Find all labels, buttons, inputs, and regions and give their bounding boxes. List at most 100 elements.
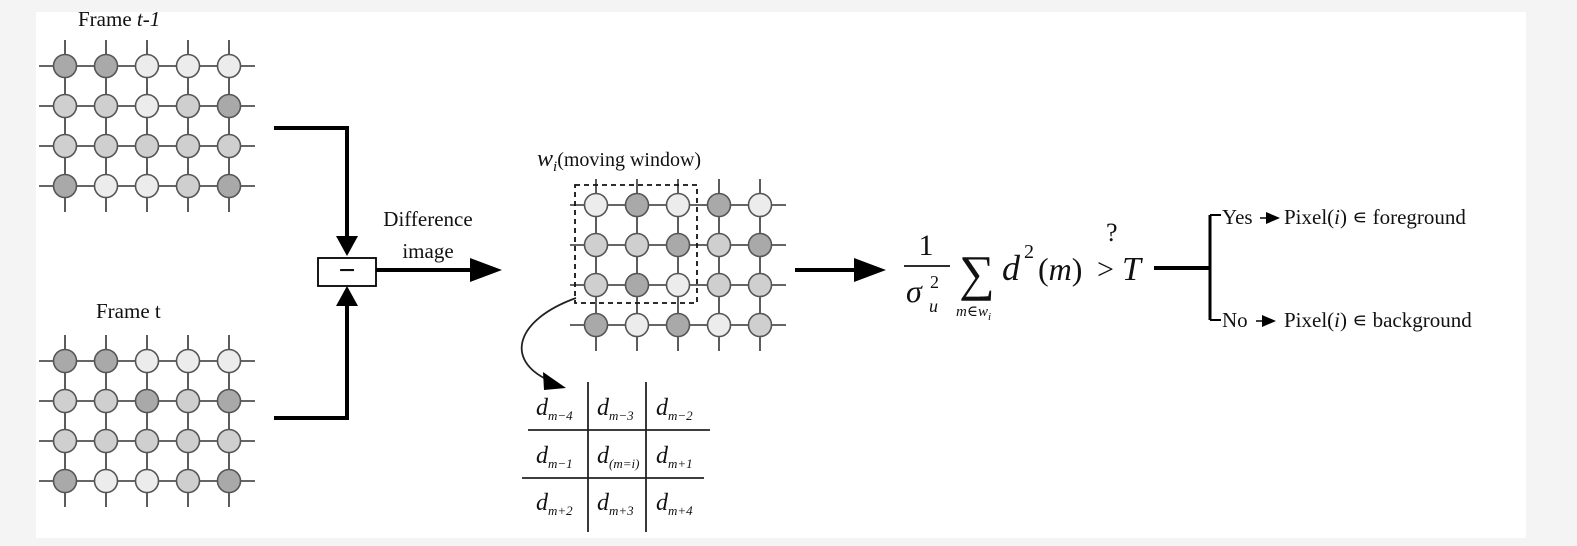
subtract-operator: − [317,254,377,287]
formula-sigma-sub: u [929,296,938,316]
formula-m-arg: (m) [1038,251,1082,287]
frame-curr-pixel-mid [93,388,119,414]
frame-curr-pixel-dark [134,388,160,414]
frame-curr-pixel-dark [216,468,242,494]
frame-curr-pixel-mid [216,428,242,454]
frame-prev-pixel-mid [93,133,119,159]
window-pixel-mid [747,272,773,298]
window-pixel-dark [624,192,650,218]
window-pixel-dark [665,312,691,338]
decision-no-arrowhead [1262,315,1276,327]
window-pixel-grid [570,179,786,351]
frame-prev-pixel-light [134,93,160,119]
frame-prev-pixel-mid [175,173,201,199]
frame-prev-pixel-dark [216,173,242,199]
window-curve-arrow [520,297,577,381]
frame-curr-pixel-light [134,468,160,494]
window-label: wi(moving window) [537,146,701,175]
window-pixel-dark [624,272,650,298]
frame-prev-pixel-mid [93,93,119,119]
frame-curr-pixel-mid [134,428,160,454]
window-pixel-mid [583,272,609,298]
d-cell: dm−3 [597,395,634,423]
frame-curr-pixel-dark [216,388,242,414]
frame-prev-pixel-dark [52,53,78,79]
frame-curr-pixel-light [175,348,201,374]
decision-yes-arrowhead [1266,212,1280,224]
moving-window-box [574,184,698,304]
window-pixel-dark [583,312,609,338]
frame-curr-pixel-light [216,348,242,374]
frame-prev-pixel-mid [134,133,160,159]
threshold-formula: 1 σ 2 u ∑ m∈wi d 2 (m) ? > T [904,218,1143,323]
window-pixel-mid [747,312,773,338]
decision-no-text: Pixel(i) ∊ background [1284,308,1472,332]
frame-curr-pixel-grid [39,335,255,507]
frame-prev-pixel-mid [175,133,201,159]
decision-yes-text: Pixel(i) ∊ foreground [1284,205,1466,229]
frame-curr-pixel-mid [175,388,201,414]
d-cell: dm−2 [656,395,693,423]
frame-prev-pixel-grid [39,40,255,212]
frame-prev-pixel-mid [216,133,242,159]
window-pixel-mid [706,232,732,258]
frame-curr-pixel-mid [52,388,78,414]
d-cell: dm−4 [536,395,573,423]
frame-curr-pixel-dark [52,468,78,494]
window-pixel-mid [706,272,732,298]
frame-prev-pixel-light [216,53,242,79]
formula-question-mark: ? [1106,218,1118,247]
frame-prev-pixel-light [93,173,119,199]
decision-yes-label: Yes [1222,205,1253,229]
operator-symbol: − [338,254,355,287]
formula-arrowhead [854,258,886,282]
frame-prev-arrowhead [336,236,358,256]
formula-sigma-sup: 2 [930,272,939,292]
difference-label-line2: image [402,239,453,263]
difference-label-line1: Difference [383,207,472,231]
window-pixel-light [665,272,691,298]
frame-curr-pixel-dark [52,348,78,374]
frame-curr-title: Frame t [96,299,161,323]
frame-prev-pixel-light [175,53,201,79]
frame-prev-title: Frame t-1 [78,7,160,31]
frame-prev-pixel-mid [175,93,201,119]
frame-curr-pixel-mid [93,428,119,454]
difference-arrowhead [470,258,502,282]
frame-curr-pixel-mid [52,428,78,454]
d-cell: dm+3 [597,490,634,518]
frame-curr-pixel-light [134,348,160,374]
frame-curr-arrowhead [336,286,358,306]
formula-sigma: σ [906,273,923,309]
d-cell: dm+4 [656,490,693,518]
formula-d-sup: 2 [1024,241,1034,263]
window-pixel-dark [747,232,773,258]
window-pixel-light [747,192,773,218]
formula-numerator: 1 [919,229,934,262]
window-pixel-mid [583,232,609,258]
frame-prev-pixel-light [134,173,160,199]
frame-prev-pixel-dark [93,53,119,79]
frame-prev-pixel-mid [52,93,78,119]
frame-prev-pixel-mid [52,133,78,159]
window-pixel-light [665,192,691,218]
frame-curr-arrow [274,304,349,420]
formula-sum-symbol: ∑ [959,245,995,301]
frame-curr-pixel-mid [175,428,201,454]
window-pixel-dark [706,192,732,218]
d-cell: dm−1 [536,443,573,471]
d-cell: d(m=i) [597,443,639,471]
frame-prev-pixel-dark [216,93,242,119]
frame-prev-arrow [274,126,349,240]
formula-d: d [1002,248,1021,288]
frame-curr-pixel-mid [175,468,201,494]
formula-sum-subscript: m∈wi [956,304,991,323]
frame-curr-pixel-dark [93,348,119,374]
window-pixel-mid [624,232,650,258]
frame-prev-pixel-dark [52,173,78,199]
frame-curr-pixel-light [93,468,119,494]
decision-no-label: No [1222,308,1248,332]
